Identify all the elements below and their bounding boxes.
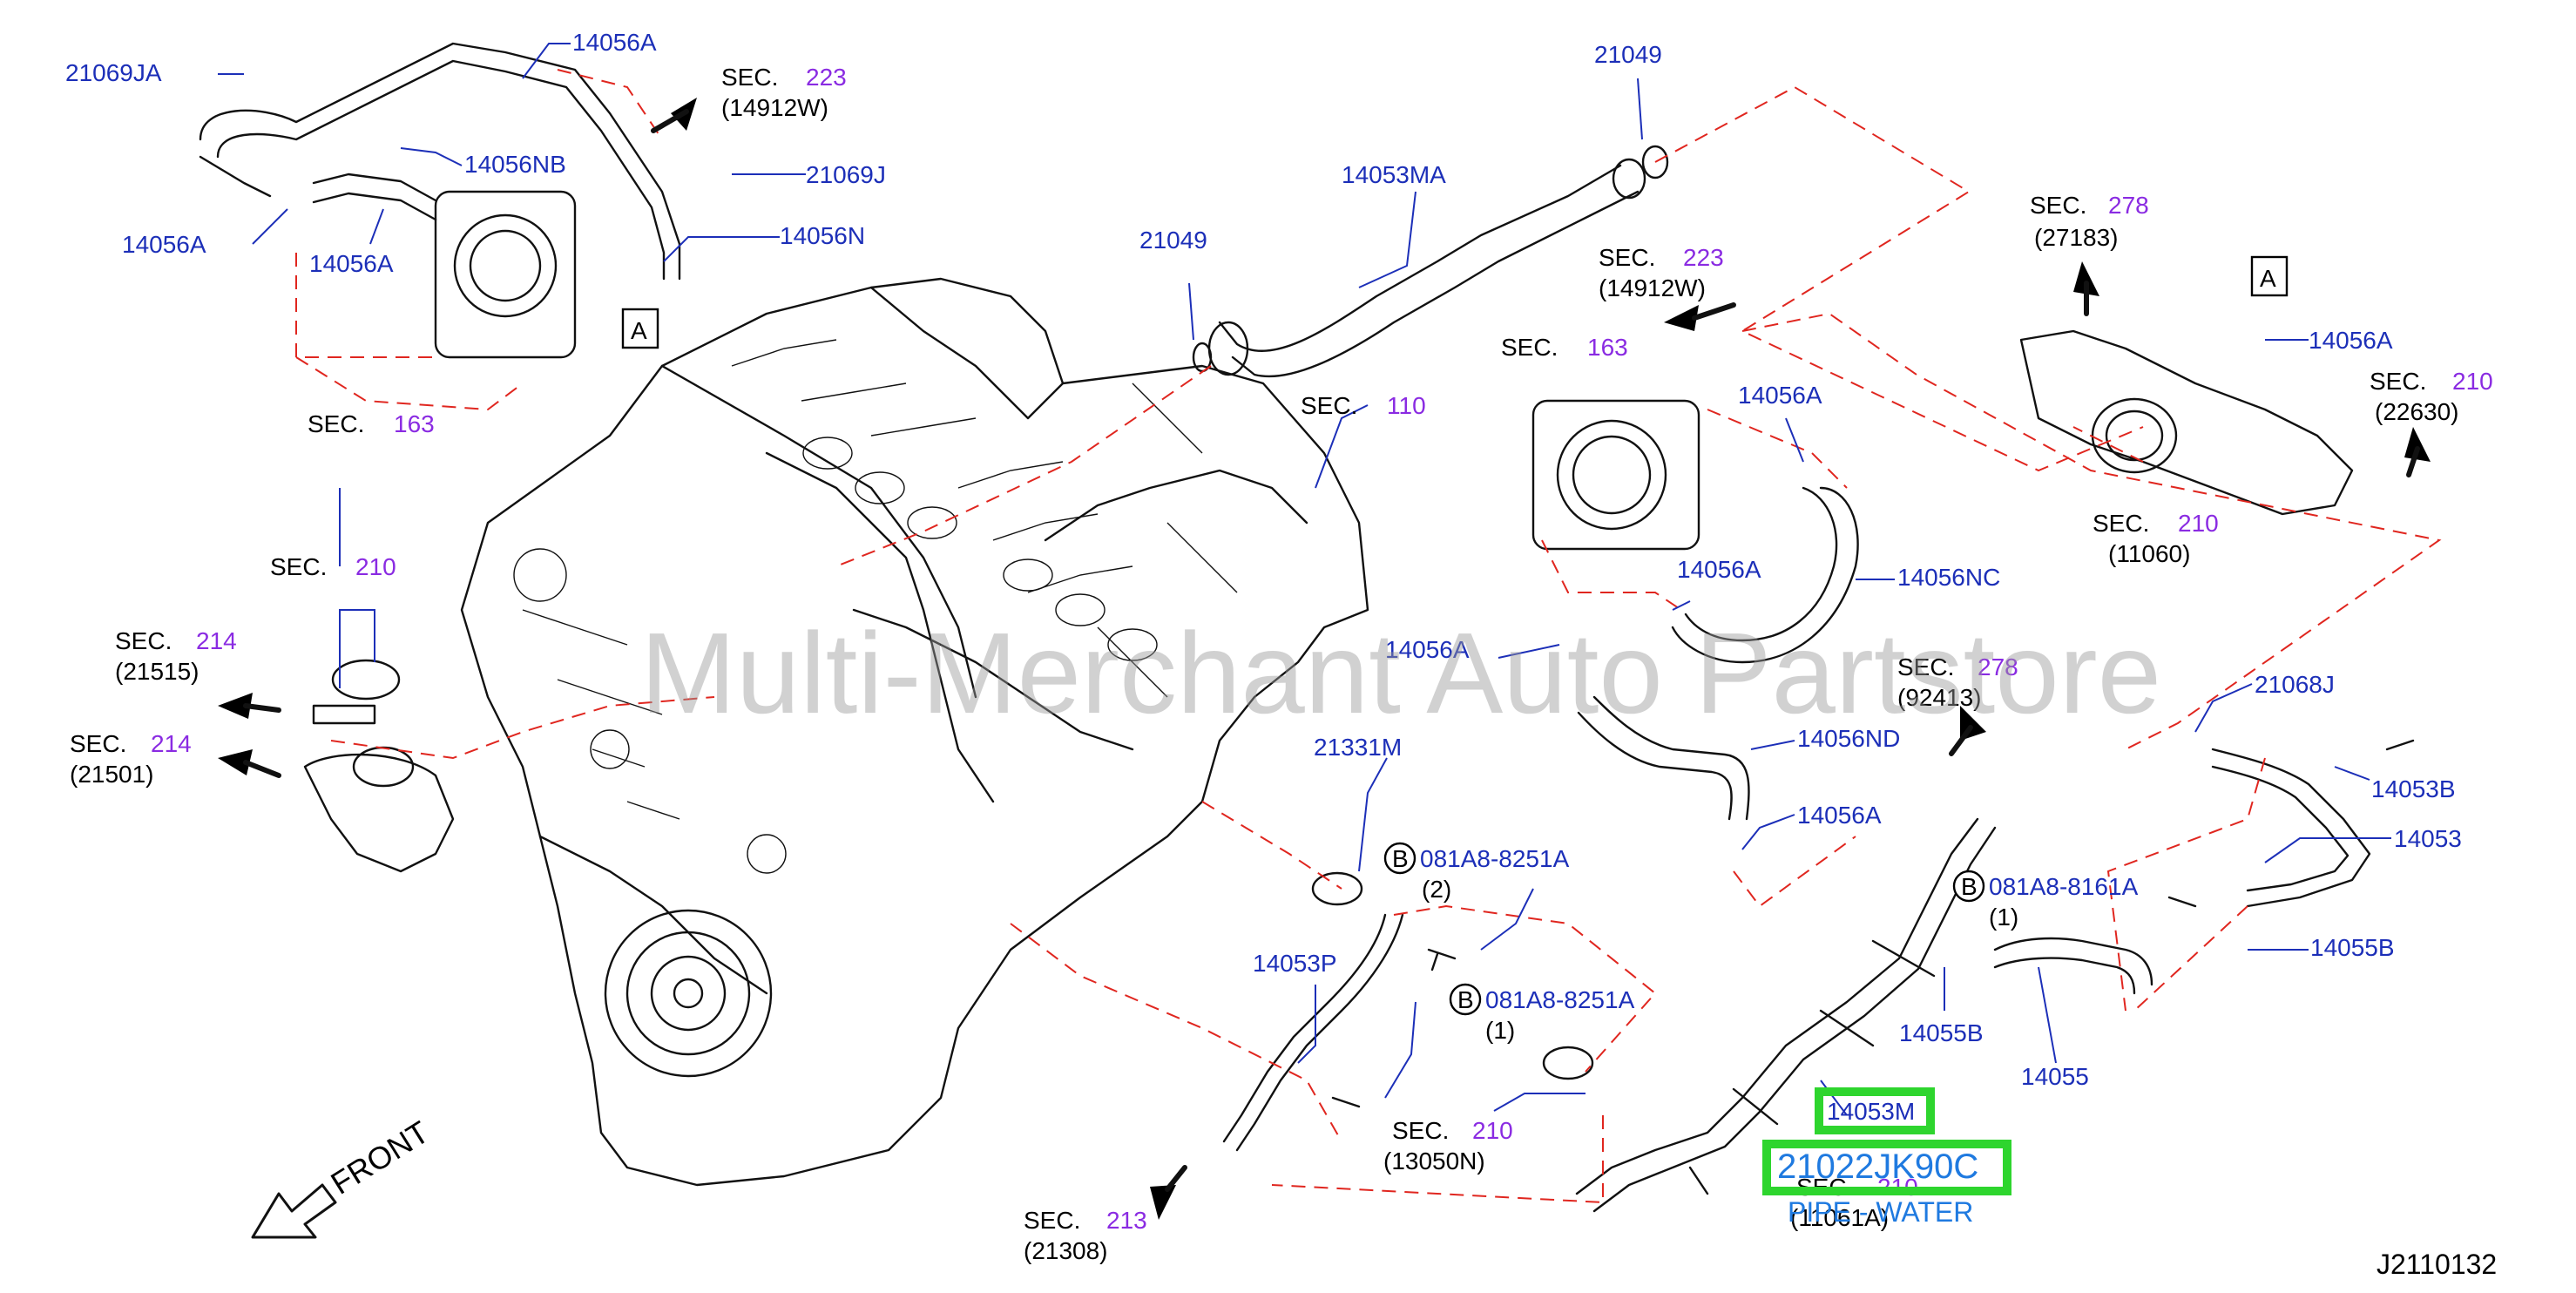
highlighted-callout[interactable]: 14053M	[1827, 1098, 1915, 1125]
part-label: 14055	[2021, 1063, 2089, 1090]
section-word: SEC.	[1301, 392, 1357, 419]
part-label: 21068J	[2255, 671, 2335, 698]
section-code: (22630)	[2375, 398, 2459, 425]
part-label: 14053MA	[1342, 161, 1446, 188]
section-word: SEC.	[1897, 653, 1954, 680]
part-label: 21069JA	[65, 59, 162, 86]
callout-a-box-left	[621, 308, 659, 349]
section-number: 210	[2452, 368, 2493, 395]
section-word: SEC.	[115, 627, 172, 654]
section-word: SEC.	[2370, 368, 2426, 395]
part-label: 14056ND	[1797, 725, 1900, 752]
section-word: SEC.	[308, 410, 364, 437]
part-label: 14056A	[1797, 802, 1882, 829]
section-code: (11061A)	[1790, 1204, 1889, 1231]
callout-a-box-right	[2250, 255, 2289, 297]
callout-b-circle-2	[1449, 983, 1482, 1016]
section-code: (92413)	[1897, 684, 1982, 711]
part-number-highlight-box[interactable]	[1762, 1140, 2011, 1195]
section-code: (13050N)	[1383, 1147, 1485, 1175]
section-number: 213	[1106, 1207, 1147, 1234]
callout-b-2: B	[1457, 986, 1474, 1013]
part-label: 21069J	[806, 161, 886, 188]
part-label: 14056NC	[1897, 564, 2000, 591]
section-code: (21501)	[70, 761, 154, 788]
section-word: SEC.	[721, 64, 778, 91]
section-word: SEC.	[2093, 510, 2149, 537]
section-number: 110	[1387, 392, 1426, 419]
section-word: SEC.	[1024, 1207, 1080, 1234]
section-number: 278	[2108, 192, 2149, 219]
callout-b-circle-1	[1383, 842, 1416, 875]
part-label: 14056A	[572, 29, 657, 56]
section-number: 163	[1587, 334, 1628, 361]
section-word: SEC.	[1599, 244, 1655, 271]
highlighted-part-number[interactable]: 21022JK90C	[1777, 1147, 1978, 1186]
engine-block-illustration	[460, 277, 1369, 1187]
section-word: SEC.	[1392, 1117, 1449, 1144]
part-label: 081A8-8251A	[1420, 845, 1570, 872]
selected-part-highlight[interactable]: 14053M 21022JK90C PIPE - WATER	[1762, 1087, 2011, 1228]
section-code: (21308)	[1024, 1237, 1108, 1264]
section-number: 210	[1472, 1117, 1513, 1144]
section-references: SEC. 223 (14912W) SEC. 163 SEC. 110 SEC.…	[70, 64, 2493, 1264]
hose-and-pipe-illustrations	[199, 42, 2415, 1213]
section-number: 214	[151, 730, 192, 757]
part-label: 14053B	[2371, 775, 2456, 802]
section-code: (14912W)	[721, 94, 828, 121]
section-code: (11060)	[2108, 540, 2190, 567]
section-code: (27183)	[2034, 224, 2119, 251]
part-labels: 21069JA 14056A 14056NB 14056A 14056A 140…	[65, 29, 2462, 1090]
part-label: 21049	[1594, 41, 1662, 68]
section-word: SEC.	[270, 553, 327, 580]
watermark: Multi-Merchant Auto Partstore	[640, 609, 2161, 737]
part-qty: (1)	[1989, 904, 2018, 931]
section-number: 223	[806, 64, 847, 91]
section-number: 163	[394, 410, 435, 437]
part-qty: (1)	[1485, 1017, 1515, 1044]
front-label: FRONT	[325, 1114, 436, 1201]
section-code: (14912W)	[1599, 274, 1706, 301]
part-qty: (2)	[1422, 876, 1451, 903]
highlighted-part-description: PIPE - WATER	[1788, 1196, 1973, 1228]
section-number: 210	[2178, 510, 2219, 537]
direction-arrows	[218, 98, 2431, 1239]
part-label: 14053	[2394, 825, 2462, 852]
section-word: SEC.	[2030, 192, 2086, 219]
section-number: 214	[196, 627, 237, 654]
section-number: 210	[355, 553, 396, 580]
callout-b-1: B	[1392, 845, 1409, 872]
leader-lines	[218, 43, 2391, 1116]
section-number: 278	[1978, 653, 2018, 680]
callout-symbols: A A B B B	[621, 255, 2289, 1016]
diagram-code: J2110132	[2377, 1249, 2497, 1280]
part-label: 14056A	[1385, 636, 1470, 663]
part-label: 14053P	[1253, 950, 1337, 977]
callout-a-right: A	[2260, 265, 2276, 292]
part-label: 14056A	[2309, 327, 2393, 354]
part-label: 14056N	[780, 222, 865, 249]
part-label: 081A8-8161A	[1989, 873, 2139, 900]
part-label: 14056A	[1677, 556, 1761, 583]
part-label: 21049	[1139, 227, 1207, 254]
callout-a-left: A	[631, 317, 647, 344]
dashed-install-lines	[295, 69, 2442, 1204]
part-label: 14056NB	[464, 151, 566, 178]
section-word: SEC.	[1501, 334, 1558, 361]
part-label: 14055B	[2310, 934, 2395, 961]
part-label: 081A8-8251A	[1485, 986, 1635, 1013]
callout-b-3: B	[1961, 873, 1978, 900]
part-label: 14056A	[309, 250, 394, 277]
callout-highlight-box[interactable]	[1815, 1087, 1935, 1134]
part-label: 14056A	[122, 231, 206, 258]
part-label: 14055B	[1899, 1019, 1984, 1046]
part-label: 14056A	[1738, 382, 1822, 409]
section-word: SEC.	[70, 730, 126, 757]
section-code: (21515)	[115, 658, 199, 685]
callout-b-circle-3	[1952, 870, 1985, 903]
section-number: 223	[1683, 244, 1724, 271]
part-label: 21331M	[1314, 734, 1402, 761]
